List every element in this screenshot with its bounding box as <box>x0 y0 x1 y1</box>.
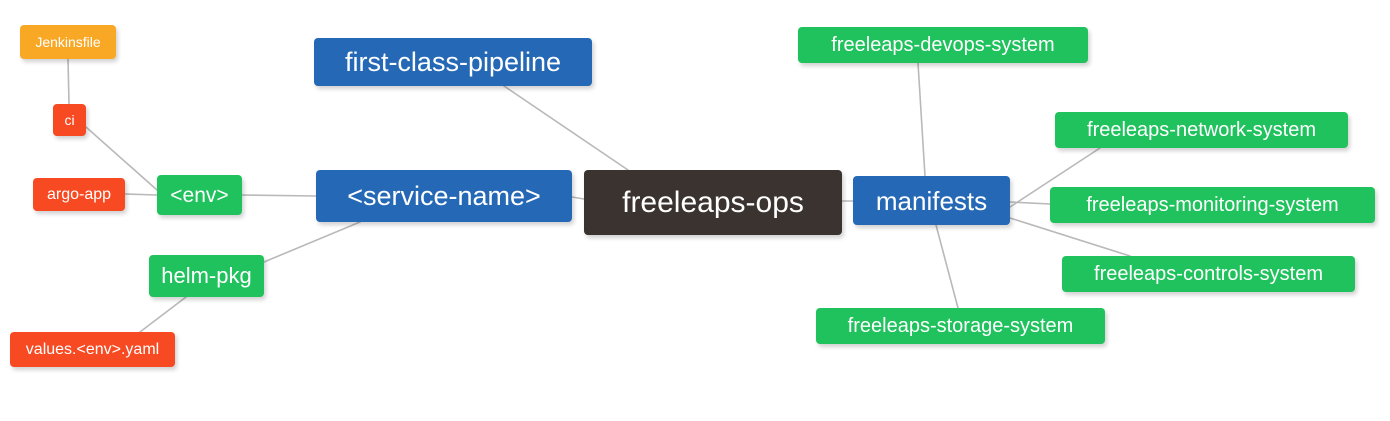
node-label-env: <env> <box>170 183 229 207</box>
edge-valuesyaml-helmpkg <box>139 296 187 333</box>
node-label-argo-app: argo-app <box>46 185 112 203</box>
node-freeleaps-devops-system[interactable]: freeleaps-devops-system <box>798 27 1088 63</box>
node-ci[interactable]: ci <box>53 104 86 136</box>
node-label-freeleaps-controls-system: freeleaps-controls-system <box>1094 263 1323 285</box>
node-label-freeleaps-ops: freeleaps-ops <box>622 185 804 219</box>
edge-pipeline-root <box>503 85 629 171</box>
edge-manifests-devops <box>917 62 926 177</box>
node-label-freeleaps-storage-system: freeleaps-storage-system <box>847 315 1074 337</box>
node-label-first-class-pipeline: first-class-pipeline <box>344 46 562 77</box>
node-label-ci: ci <box>64 112 75 128</box>
edge-jenkinsfile-ci <box>67 58 70 105</box>
node-label-jenkinsfile: Jenkinsfile <box>35 34 101 50</box>
edge-argoapp-env <box>124 193 158 196</box>
edge-helmpkg-servicename <box>263 221 361 263</box>
node-first-class-pipeline[interactable]: first-class-pipeline <box>314 38 592 86</box>
edge-servicename-root <box>571 196 585 200</box>
node-manifests[interactable]: manifests <box>853 176 1010 225</box>
node-label-service-name: <service-name> <box>347 180 541 211</box>
node-label-freeleaps-network-system: freeleaps-network-system <box>1087 119 1316 141</box>
node-jenkinsfile[interactable]: Jenkinsfile <box>20 25 116 59</box>
node-freeleaps-monitoring-system[interactable]: freeleaps-monitoring-system <box>1050 187 1375 223</box>
node-argo-app[interactable]: argo-app <box>33 178 125 211</box>
node-values-yaml[interactable]: values.<env>.yaml <box>10 332 175 367</box>
node-freeleaps-storage-system[interactable]: freeleaps-storage-system <box>816 308 1105 344</box>
node-service-name[interactable]: <service-name> <box>316 170 572 222</box>
edge-manifests-monitoring <box>1009 201 1051 205</box>
edge-ci-env <box>85 126 158 191</box>
node-helm-pkg[interactable]: helm-pkg <box>149 255 264 297</box>
node-label-values-yaml: values.<env>.yaml <box>25 340 160 358</box>
edge-manifests-storage <box>935 224 959 309</box>
edge-manifests-network <box>1009 147 1101 208</box>
node-env[interactable]: <env> <box>157 175 242 215</box>
node-freeleaps-ops[interactable]: freeleaps-ops <box>584 170 842 235</box>
node-freeleaps-controls-system[interactable]: freeleaps-controls-system <box>1062 256 1355 292</box>
edge-env-servicename <box>241 194 317 197</box>
node-freeleaps-network-system[interactable]: freeleaps-network-system <box>1055 112 1348 148</box>
edge-manifests-controls <box>1009 217 1131 257</box>
node-label-manifests: manifests <box>875 185 988 216</box>
node-label-freeleaps-devops-system: freeleaps-devops-system <box>831 34 1055 56</box>
node-label-helm-pkg: helm-pkg <box>161 263 252 288</box>
node-label-freeleaps-monitoring-system: freeleaps-monitoring-system <box>1086 194 1339 216</box>
